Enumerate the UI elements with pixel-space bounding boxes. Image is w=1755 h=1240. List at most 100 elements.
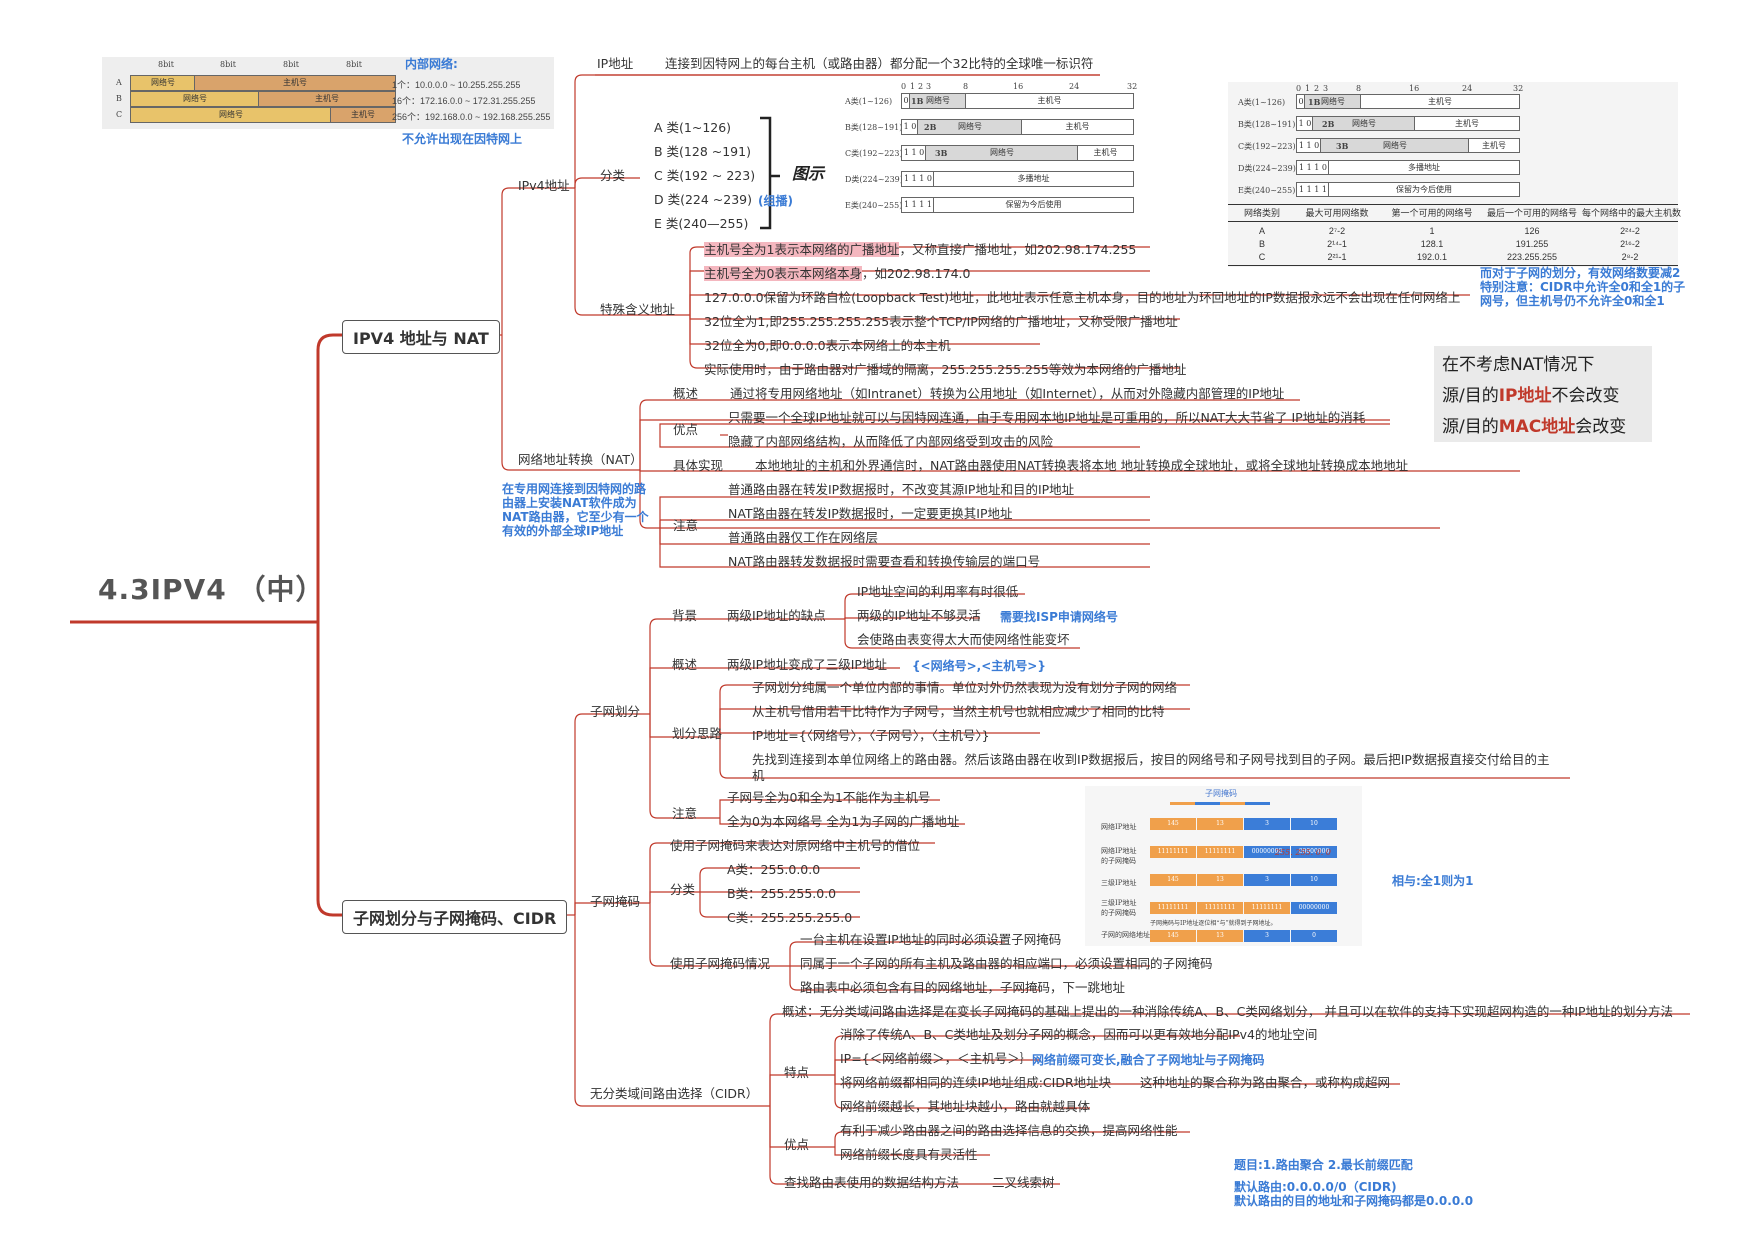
fig-row-label: 三级IP地址 的子网掩码 — [1101, 899, 1137, 917]
subnet-idea-2: 从主机号借用若干比特作为子网号，当然主机号也就相应减少了相同的比特 — [752, 704, 1165, 719]
nat-attn-1: 普通路由器在转发IP数据报时，不改变其源IP地址和目的IP地址 — [728, 482, 1075, 497]
nat-adv-1: 只需要一个全球IP地址就可以与因特网连通，由于专用网本地IP地址是可重用的，所以… — [728, 410, 1366, 425]
bit-mark: 32 — [1127, 82, 1138, 91]
legend-bar — [1170, 802, 1270, 805]
special-item-2: 主机号全为0表示本网络本身，如202.98.174.0 — [704, 266, 970, 282]
nat-note-1: 在专用网连接到因特网的路 — [502, 482, 647, 496]
subnet-bg-2: 两级的IP地址不够灵活 — [857, 608, 981, 623]
mask-case-2: 同属于一个子网的所有主机及路由器的相应端口，必须设置相同的子网掩码 — [800, 956, 1213, 971]
class-row-label: E类(240~255) — [845, 201, 903, 210]
nat-impl-label[interactable]: 具体实现 — [673, 458, 724, 473]
mask-case-label[interactable]: 使用子网掩码情况 — [670, 956, 771, 971]
class-row-label: D类(224~239) — [1238, 164, 1296, 173]
prefix-cell: 1 1 1 0 — [901, 171, 935, 187]
subnet-bg-note: 需要找ISP申请网络号 — [1000, 610, 1118, 624]
special-text: ，如202.98.174.0 — [861, 266, 971, 281]
note-line: 在不考虑NAT情况下 — [1442, 355, 1595, 375]
cidr-feat-2: IP={＜网络前缀＞，＜主机号＞｝ — [840, 1051, 1033, 1066]
table-header: 最大可用网络数 — [1305, 208, 1369, 218]
mask-case-3: 路由表中必须包含有目的网络地址，子网掩码，下一跳地址 — [800, 980, 1126, 995]
subnet-ov-label[interactable]: 概述 — [672, 657, 698, 672]
cidr-adv-1: 有利于减少路由器之间的路由选择信息的交换，提高网络性能 — [840, 1123, 1178, 1138]
bit-mark: 8 — [963, 82, 969, 91]
subnet-idea-4: 先找到连接到本单位网络上的路由器。然后该路由器在收到IP数据报后，按目的网络号和… — [752, 752, 1550, 767]
bit-label: 8bit — [346, 60, 362, 69]
ipv4-label[interactable]: IPv4地址 — [518, 178, 570, 193]
host-cell: 主机号 — [330, 107, 396, 123]
class-stats-table: 网络类别 最大可用网络数 第一个可用的网络号 最后一个可用的网络号 每个网络中的… — [1228, 204, 1681, 266]
class-label: C — [116, 110, 123, 119]
branch-ipv4-nat[interactable]: IPV4 地址与 NAT — [342, 320, 500, 354]
note-line: 源/目的MAC地址会改变 — [1442, 412, 1644, 443]
note-text: 源/目的 — [1442, 386, 1499, 406]
table-cell: 128.1 — [1420, 239, 1444, 249]
class-note-1: 而对于子网的划分，有效网络数要减2 — [1480, 266, 1681, 280]
bit-mark: 24 — [1069, 82, 1080, 91]
host-cell: 主机号 — [1077, 145, 1134, 161]
private-network-figure: 8bit 8bit 8bit 8bit A 网络号 主机号 B 网络号 主机号 … — [102, 57, 554, 129]
cidr-label[interactable]: 无分类域间路由选择（CIDR） — [590, 1086, 759, 1101]
bit-mark: 3 — [926, 82, 932, 91]
table-cell: 2²¹-1 — [1327, 252, 1347, 262]
bit-mark: 8 — [1356, 84, 1362, 93]
host-cell: 主机号 — [1468, 138, 1520, 153]
special-label[interactable]: 特殊含义地址 — [600, 302, 676, 317]
cidr-adv-label[interactable]: 优点 — [784, 1137, 810, 1152]
nat-adv-label[interactable]: 优点 — [673, 422, 699, 437]
mask-cls-label[interactable]: 分类 — [670, 882, 696, 897]
subnet-idea-label[interactable]: 划分思路 — [672, 726, 723, 741]
fig-row-label: 三级IP地址 — [1101, 879, 1137, 887]
special-highlight: 主机号全为1表示本网络的广播地址 — [704, 242, 900, 257]
bit-mark: 32 — [1513, 84, 1524, 93]
subnet-idea-3: IP地址={〈网络号〉，〈子网号〉，〈主机号〉} — [752, 728, 990, 743]
cidr-note-2: 默认路由:0.0.0.0/0（CIDR) — [1234, 1180, 1397, 1194]
cidr-feat-label[interactable]: 特点 — [784, 1065, 810, 1080]
net-cell: 网络号 — [917, 119, 1023, 135]
nat-attn-4: NAT路由器转发数据报时需要查看和转换传输层的端口号 — [728, 554, 1041, 569]
special-item-1: 主机号全为1表示本网络的广播地址，又称直接广播地址，如202.98.174.25… — [704, 242, 1136, 258]
table-cell: 2⁸-2 — [1621, 252, 1639, 262]
mask-label[interactable]: 子网掩码 — [590, 894, 641, 909]
root-title: 4.3IPV4 （中） — [98, 573, 325, 606]
bit-mark: 3 — [1323, 84, 1329, 93]
branch-subnet-cidr[interactable]: 子网划分与子网掩码、CIDR — [342, 900, 568, 934]
fig-row-label: 网络IP地址 的子网掩码 — [1101, 847, 1137, 865]
subnet-bg-label[interactable]: 背景 — [672, 608, 698, 623]
nat-overview-label[interactable]: 概述 — [673, 386, 699, 401]
bit-label: 8bit — [158, 60, 174, 69]
class-b: B 类(128 ~191) — [654, 144, 751, 159]
special-highlight: 主机号全为0表示本网络本身 — [704, 266, 862, 281]
figure-label: 图示 — [792, 164, 825, 183]
fig-row-label: 网络IP地址 — [1101, 823, 1137, 831]
subnet-label[interactable]: 子网划分 — [590, 704, 641, 719]
subnet-bg-sub: 两级IP地址的缺点 — [727, 608, 826, 623]
special-item-5: 32位全为0,即0.0.0.0表示本网络上的本主机 — [704, 338, 951, 353]
bit-mark: 2 — [918, 82, 924, 91]
class-label[interactable]: 分类 — [600, 168, 626, 183]
special-text: ，又称直接广播地址，如202.98.174.255 — [899, 242, 1137, 257]
class-note-2: 特别注意：CIDR中允许全0和全1的子 — [1480, 280, 1686, 294]
range-text: 1个：10.0.0.0 ~ 10.255.255.255 — [392, 80, 521, 90]
bit-mark: 16 — [1409, 84, 1420, 93]
ip-label[interactable]: IP地址 — [597, 56, 634, 71]
prefix-cell: 1 1 0 — [901, 145, 927, 161]
note-text: 源/目的 — [1442, 417, 1499, 437]
net-cell: 网络号 — [130, 107, 332, 123]
mask-cell: 13 — [1197, 874, 1243, 886]
subnet-attn-label[interactable]: 注意 — [672, 806, 698, 821]
host-cell: 主机号 — [965, 93, 1134, 109]
reserved-cell: 保留为今后使用 — [933, 197, 1134, 213]
class-row-label: D类(224~239) — [845, 175, 903, 184]
private-net-title: 内部网络: — [405, 57, 458, 71]
nat-label[interactable]: 网络地址转换（NAT） — [518, 452, 643, 467]
class-row-label: B类(128~191) — [845, 123, 903, 132]
class-row-label: C类(192~223) — [1238, 142, 1296, 151]
net-cell: 网络号 — [130, 75, 196, 91]
nat-note-3: NAT路由器，它至少有一个 — [502, 510, 649, 524]
prefix-cell: 1 1 1 1 — [1296, 182, 1330, 197]
host-cell: 主机号 — [1414, 116, 1520, 131]
nat-attn-label[interactable]: 注意 — [673, 518, 699, 533]
note-red-text: MAC地址 — [1498, 417, 1576, 437]
cidr-note-3: 默认路由的目的地址和子网掩码都是0.0.0.0 — [1234, 1194, 1474, 1208]
